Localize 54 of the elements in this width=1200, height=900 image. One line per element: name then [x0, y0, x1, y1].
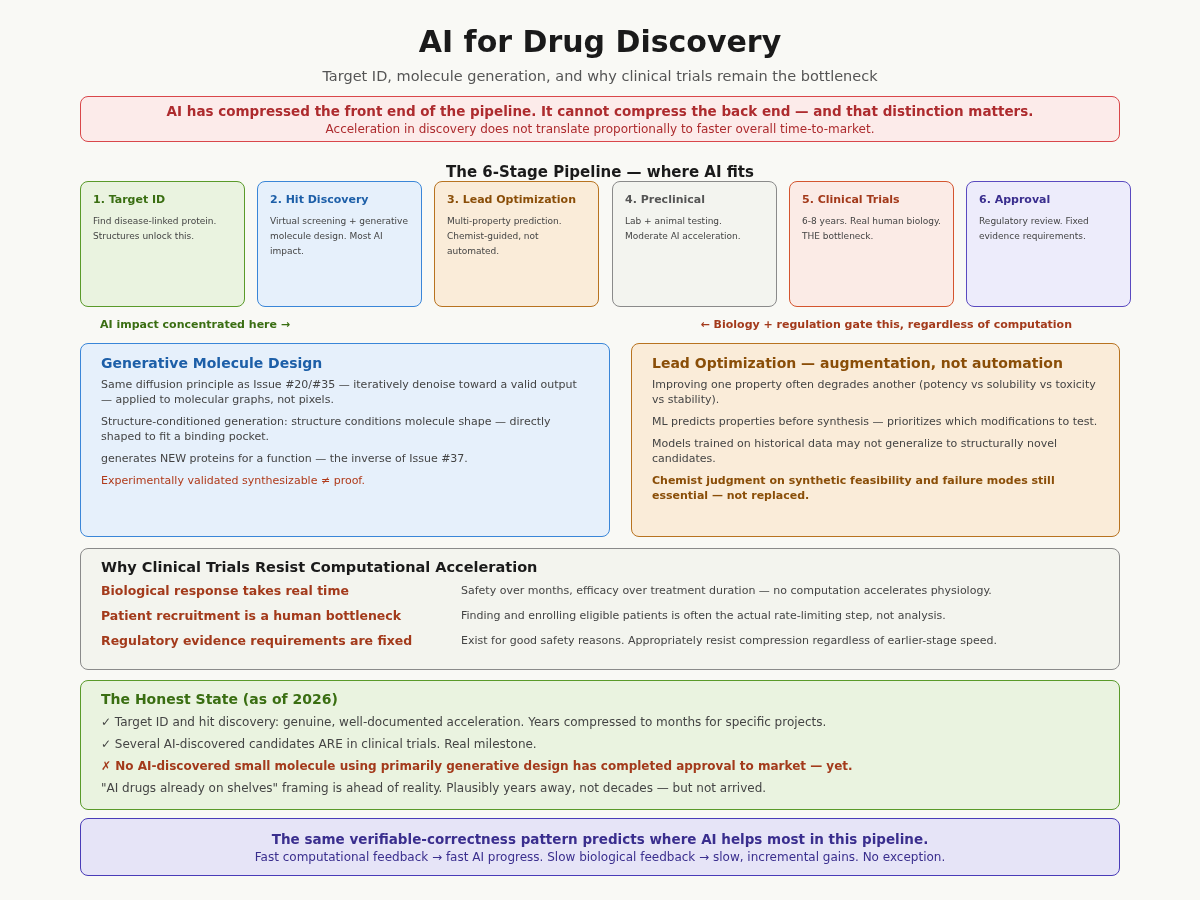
info-panel	[80, 680, 1120, 810]
panel-paragraph: ML predicts properties before synthesis — prioritizes which modifications to test.	[652, 414, 1098, 429]
stage-card	[789, 181, 954, 307]
status-item: "AI drugs already on shelves" framing is ahead of reality. Plausibly years away, not decades — but not arrived.	[101, 780, 767, 796]
status-item: ✗ No AI-discovered small molecule using primarily generative design has completed approval to market — yet.	[101, 758, 853, 774]
stage-description: Lab + animal testing. Moderate AI acceleration.	[625, 215, 742, 243]
section-heading: The 6-Stage Pipeline — where AI fits	[446, 163, 754, 181]
annotation-note: ← Biology + regulation gate this, regardless of computation	[700, 318, 1072, 331]
stage-title: 5. Clinical Trials	[802, 193, 901, 206]
panel-heading: Lead Optimization — augmentation, not automation	[652, 355, 1063, 371]
status-item: ✓ Several AI-discovered candidates ARE in clinical trials. Real milestone.	[101, 736, 537, 752]
banner-headline: The same verifiable-correctness pattern predicts where AI helps most in this pipeline.	[271, 830, 929, 847]
page-title: AI for Drug Discovery	[418, 24, 782, 59]
row-label: Patient recruitment is a human bottleneck	[101, 608, 402, 623]
panel-heading: Generative Molecule Design	[101, 355, 323, 371]
panel-paragraph: generates NEW proteins for a function — the inverse of Issue #37.	[101, 451, 468, 466]
banner-subline: Fast computational feedback → fast AI progress. Slow biological feedback → slow, incremental gains. No exception.	[254, 849, 946, 864]
banner-headline: AI has compressed the front end of the pipeline. It cannot compress the back end — and that distinction matters.	[166, 102, 1034, 119]
stage-card	[80, 181, 245, 307]
panel-paragraph: Models trained on historical data may not generalize to structurally novel candidates.	[652, 436, 1058, 466]
status-item: ✓ Target ID and hit discovery: genuine, well-documented acceleration. Years compressed to months for specific projects.	[101, 714, 827, 730]
row-label: Biological response takes real time	[101, 583, 349, 598]
stage-title: 3. Lead Optimization	[447, 193, 577, 206]
panel-paragraph: Same diffusion principle as Issue #20/#35 — iteratively denoise toward a valid output — applied to molecular graphs, not pixels.	[101, 377, 578, 407]
stage-description: 6-8 years. Real human biology. THE bottleneck.	[802, 215, 941, 243]
row-description: Exist for good safety reasons. Appropriately resist compression regardless of earlier-stage speed.	[461, 634, 997, 647]
summary-banner	[80, 96, 1120, 142]
info-panel	[631, 343, 1120, 537]
stage-description: Find disease-linked protein. Structures unlock this.	[93, 215, 218, 243]
info-panel	[80, 548, 1120, 670]
stage-title: 1. Target ID	[93, 193, 167, 206]
stage-title: 4. Preclinical	[625, 193, 706, 206]
stage-description: Regulatory review. Fixed evidence requirements.	[979, 215, 1090, 243]
panel-paragraph: Improving one property often degrades another (potency vs solubility vs toxicity vs stability).	[652, 377, 1097, 407]
panel-paragraph: Experimentally validated synthesizable ≠ proof.	[101, 473, 365, 488]
panel-heading: Why Clinical Trials Resist Computational Acceleration	[101, 559, 538, 575]
panel-heading: The Honest State (as of 2026)	[101, 691, 338, 707]
stage-card	[966, 181, 1131, 307]
conclusion-banner	[80, 818, 1120, 876]
panel-paragraph: Chemist judgment on synthetic feasibility and failure modes still essential — not replaced.	[652, 473, 1056, 503]
banner-subline: Acceleration in discovery does not translate proportionally to faster overall time-to-market.	[325, 121, 875, 136]
row-description: Safety over months, efficacy over treatment duration — no computation accelerates physiology.	[461, 584, 992, 597]
stage-description: Virtual screening + generative molecule design. Most AI impact.	[270, 215, 409, 258]
stage-card	[434, 181, 599, 307]
row-label: Regulatory evidence requirements are fixed	[101, 633, 413, 648]
stage-card	[612, 181, 777, 307]
panel-paragraph: Structure-conditioned generation: structure conditions molecule shape — directly shaped to fit a binding pocket.	[101, 414, 552, 444]
stage-description: Multi-property prediction. Chemist-guided, not automated.	[447, 215, 563, 258]
annotation-note: AI impact concentrated here →	[100, 318, 291, 331]
stage-title: 6. Approval	[979, 193, 1052, 206]
stage-title: 2. Hit Discovery	[270, 193, 370, 206]
row-description: Finding and enrolling eligible patients is often the actual rate-limiting step, not analysis.	[461, 609, 946, 622]
stage-card	[257, 181, 422, 307]
info-panel	[80, 343, 610, 537]
